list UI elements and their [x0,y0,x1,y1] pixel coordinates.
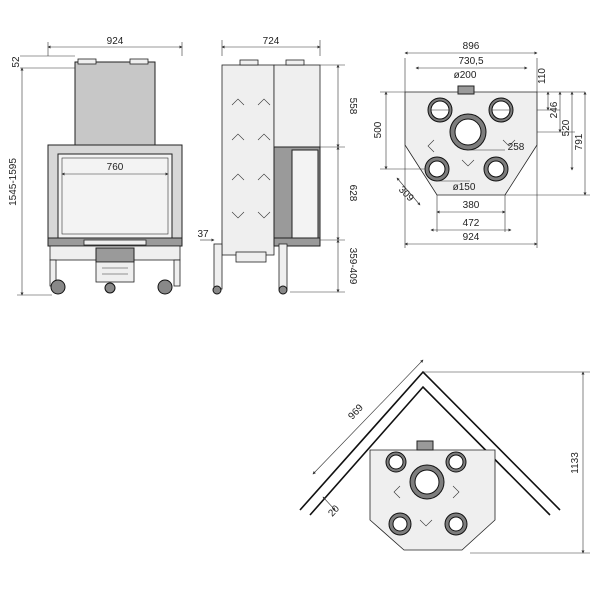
corner-dim-969-label: 969 [346,402,366,422]
front-height-label: 1545-1595 [8,158,19,206]
top-phi-150-label: ø150 [453,182,476,193]
front-glass-label: 760 [107,162,124,173]
side-dim-359-409-label: 359-409 [347,248,358,285]
side-view: 724 37 558 628 [197,36,358,295]
top-dim-110-label: 110 [537,68,548,84]
top-dim-472-label: 472 [463,218,480,229]
top-width-924-label: 924 [463,232,480,243]
front-glass [57,153,173,239]
front-width-label: 924 [107,36,124,47]
top-dim-258-label: 258 [508,142,525,153]
front-wheel-left [50,279,66,295]
top-width-896-label: 896 [463,41,480,52]
top-dim-309-label: 309 [396,184,416,204]
front-top-offset-label: 52 [11,56,22,68]
top-dim-380-label: 380 [463,200,480,211]
corner-dim-1133-label: 1133 [570,452,581,474]
top-dim-791-label: 791 [574,133,585,150]
side-dim-558-label: 558 [347,98,358,115]
corner-dim-20-label: 20 [326,503,342,519]
front-view: 924 52 1545-1595 760 [8,36,183,296]
side-body [221,64,275,256]
corner-view: 969 1133 20 [299,359,590,554]
front-wheel-right [157,279,173,295]
top-width-730-label: 730,5 [458,56,483,67]
top-dim-520-label: 520 [561,119,572,136]
side-depth-label: 724 [263,36,280,47]
side-dim-628-label: 628 [347,185,358,202]
top-dim-500-label: 500 [373,121,384,138]
top-view: 896 730,5 ø200 110 [373,41,590,248]
side-dim-37-label: 37 [197,229,209,240]
top-dim-246-label: 246 [549,101,560,118]
top-phi-200-label: ø200 [454,70,477,81]
